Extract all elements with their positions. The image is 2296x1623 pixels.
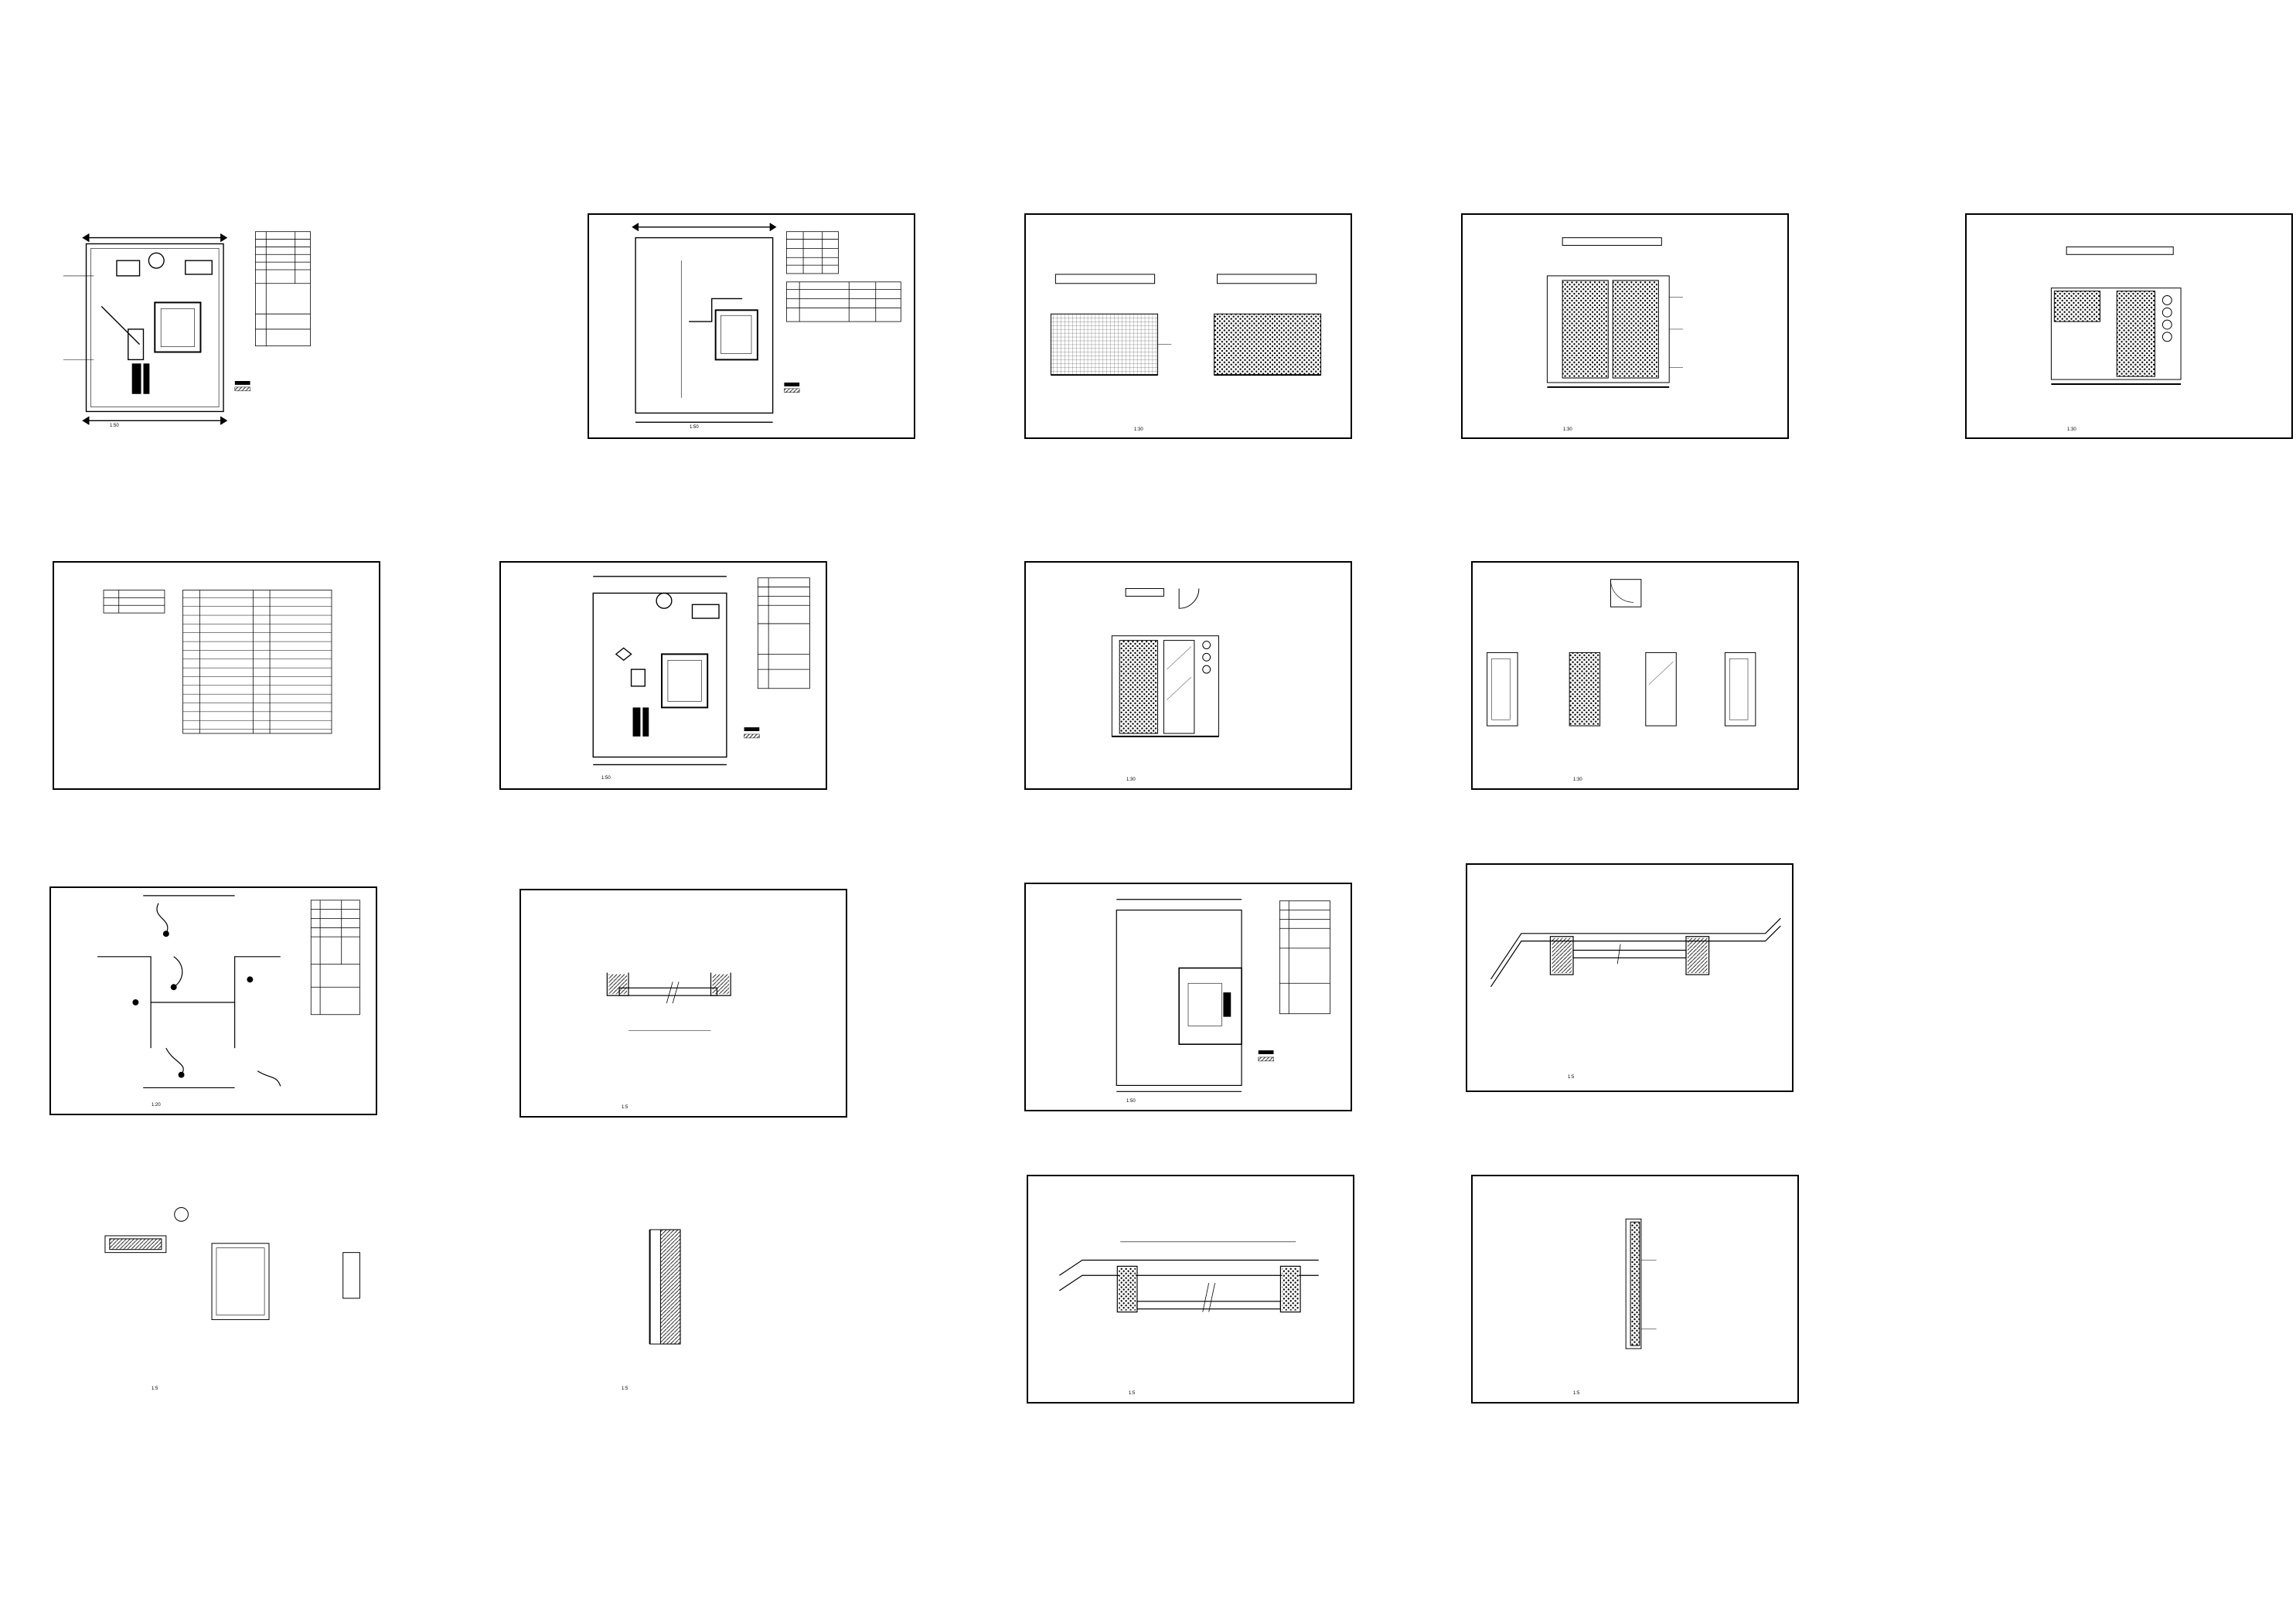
sheet-scale: 1:50: [1126, 1099, 1136, 1104]
sheet-scale: 1:5: [152, 1387, 158, 1391]
floor-plan-drawing: [632, 223, 901, 423]
sheet-scale: 1:30: [2067, 427, 2076, 432]
sheet-detail-section-3[interactable]: 1:5: [1027, 1175, 1354, 1404]
sheet-scale: 1:30: [1563, 427, 1572, 432]
sheet-scale: 1:5: [1573, 1391, 1580, 1396]
sheet-schedule[interactable]: [53, 561, 380, 790]
sheet-scale: 1:5: [622, 1387, 629, 1391]
floor-plan-drawing: [63, 231, 311, 425]
detail-section-drawing: [1058, 1241, 1319, 1313]
sheet-floor-plan-1[interactable]: 1:50: [8, 213, 332, 437]
sheet-scale: 1:30: [1134, 427, 1143, 432]
elevation-drawing: [2050, 246, 2182, 385]
sheet-detail-section-2[interactable]: 1:5: [1466, 863, 1794, 1092]
detail-set-drawing: [104, 1206, 360, 1320]
door-elevations-drawing: [1487, 579, 1756, 726]
floor-plan-drawing: [592, 576, 810, 766]
sheet-floor-plan-3[interactable]: 1:50: [499, 561, 827, 790]
sheet-detail-section-1[interactable]: 1:5: [519, 889, 847, 1118]
sheet-scale: 1:5: [1129, 1391, 1136, 1396]
sheet-scale: 1:30: [1573, 777, 1582, 782]
sheet-scale: 1:50: [690, 425, 699, 430]
sheet-door-elevations[interactable]: 1:30: [1471, 561, 1799, 790]
sheet-floor-plan-4[interactable]: 1:50: [1024, 883, 1352, 1111]
sheet-scale: 1:50: [110, 424, 119, 428]
floor-plan-drawing: [1116, 899, 1330, 1092]
elevation-drawing: [1111, 588, 1219, 737]
detail-section-drawing: [606, 972, 731, 1031]
ceiling-plan-drawing: [97, 895, 360, 1089]
detail-section-drawing: [1490, 917, 1781, 988]
sheet-floor-plan-2[interactable]: 1:50: [588, 213, 915, 439]
sheet-scale: 1:50: [601, 776, 611, 781]
elevation-drawing: [1050, 274, 1322, 376]
sheet-detail-section-4[interactable]: 1:5: [1471, 1175, 1799, 1404]
wall-section-drawing: [649, 1229, 681, 1345]
elevation-drawing: [1546, 237, 1683, 388]
sheet-detail-set[interactable]: 1:5: [49, 1175, 377, 1404]
sheet-elevation-d[interactable]: 1:30: [1024, 561, 1352, 790]
sheet-scale: 1:20: [152, 1103, 161, 1108]
sheet-scale: 1:5: [622, 1105, 629, 1110]
sheet-elevation-a[interactable]: 1:30: [1024, 213, 1352, 439]
detail-section-drawing: [1625, 1218, 1657, 1349]
sheet-wall-section[interactable]: 1:5: [519, 1175, 847, 1404]
schedule-tables: [103, 590, 332, 734]
sheet-ceiling-plan[interactable]: 1:20: [49, 886, 377, 1115]
sheet-scale: 1:30: [1126, 777, 1136, 782]
sheet-scale: 1:5: [1568, 1075, 1575, 1080]
sheet-elevation-c[interactable]: 1:30: [1965, 213, 2293, 439]
sheet-elevation-b[interactable]: 1:30: [1461, 213, 1789, 439]
